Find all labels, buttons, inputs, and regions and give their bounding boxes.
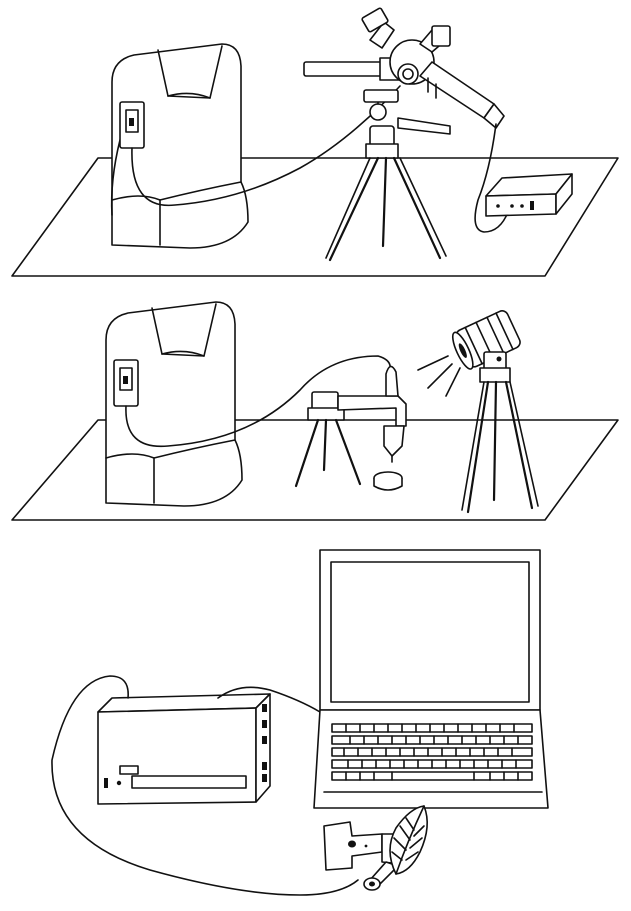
table-surface-2 [12,420,618,520]
laptop-icon [314,550,548,808]
keyboard-icon [332,724,532,780]
laptop-leaf-clip-panel [52,550,548,895]
tripod-icon-2 [462,352,538,512]
foreoptic-telescope-icon [304,8,504,128]
sample-dish-icon [374,472,402,490]
spectroradiometer-unit-icon [112,44,248,248]
probe-stand-icon [296,366,406,486]
battery-box-icon [486,174,572,216]
tripod-icon [326,90,450,260]
table-surface [12,158,618,276]
instrument-box-icon [98,694,270,804]
spectroradiometer-unit-icon-2 [106,302,242,506]
leaf-icon [390,806,427,874]
lab-contact-probe-panel [12,302,618,520]
field-spectroradiometer-panel [12,8,618,276]
